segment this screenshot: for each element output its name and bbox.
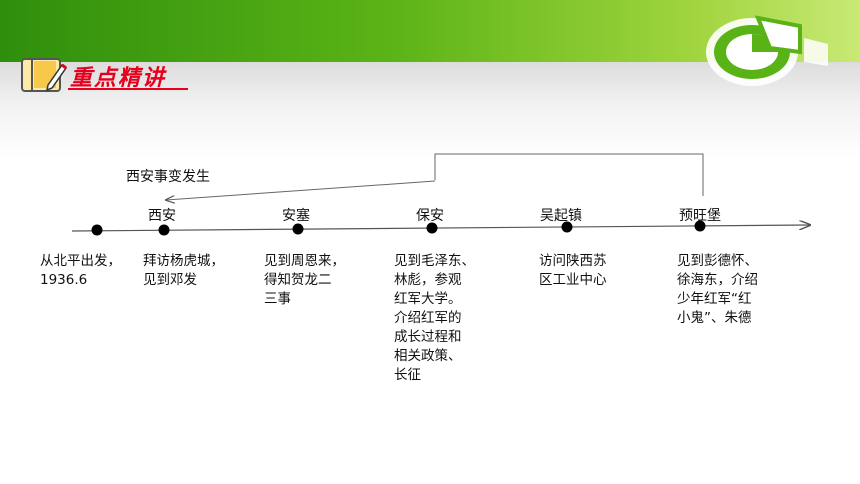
description-line: 林彪，参观 [394,272,462,288]
timeline-point [158,224,170,236]
banner-fade [0,62,860,157]
notebook-pencil-icon [20,55,68,99]
place-label: 预旺堡 [679,208,721,224]
section-title: 重点精讲 [70,65,167,91]
description-line: 相关政策、 [394,348,462,364]
description-block: 见到毛泽东、 林彪，参观 红军大学。 介绍红军的 成长过程和 相关政策、 长征 [394,252,475,385]
description-line: 见到邓发 [143,272,197,288]
description-line: 长征 [394,367,421,383]
green-pie-logo-icon [700,8,830,92]
description-line: 小鬼”、朱德 [677,310,752,326]
timeline-point [292,223,304,235]
description-line: 得知贺龙二 [264,272,332,288]
description-line: 三事 [264,291,291,307]
description-block: 见到彭德怀、 徐海东，介绍 少年红军“红 小鬼”、朱德 [677,252,758,328]
description-line: 拜访杨虎城， [143,253,224,269]
description-line: 介绍红军的 [394,310,462,326]
description-line: 区工业中心 [539,272,607,288]
title-underline [68,88,188,90]
description-line: 红军大学。 [394,291,462,307]
return-path-arrow [166,180,436,200]
place-label: 西安 [148,208,176,224]
timeline-point [426,222,438,234]
description-line: 徐海东，介绍 [677,272,758,288]
description-line: 见到周恩来， [264,253,345,269]
return-path-line [434,153,704,196]
description-line: 从北平出发， [40,253,121,269]
description-line: 少年红军“红 [677,291,752,307]
description-line: 见到彭德怀、 [677,253,758,269]
description-block: 访问陕西苏 区工业中心 [539,252,607,290]
place-label: 吴起镇 [540,208,582,224]
timeline-point [694,220,706,232]
timeline-point [91,224,103,236]
description-block: 从北平出发， 1936.6 [40,252,121,290]
description-line: 见到毛泽东、 [394,253,475,269]
description-line: 成长过程和 [394,329,462,345]
description-block: 拜访杨虎城， 见到邓发 [143,252,224,290]
description-line: 1936.6 [40,272,88,288]
place-label: 保安 [416,208,444,224]
event-label: 西安事变发生 [126,169,210,185]
timeline-point [561,221,573,233]
description-block: 见到周恩来， 得知贺龙二 三事 [264,252,345,309]
description-line: 访问陕西苏 [539,253,607,269]
place-label: 安塞 [282,208,310,224]
timeline-axis [71,225,810,232]
